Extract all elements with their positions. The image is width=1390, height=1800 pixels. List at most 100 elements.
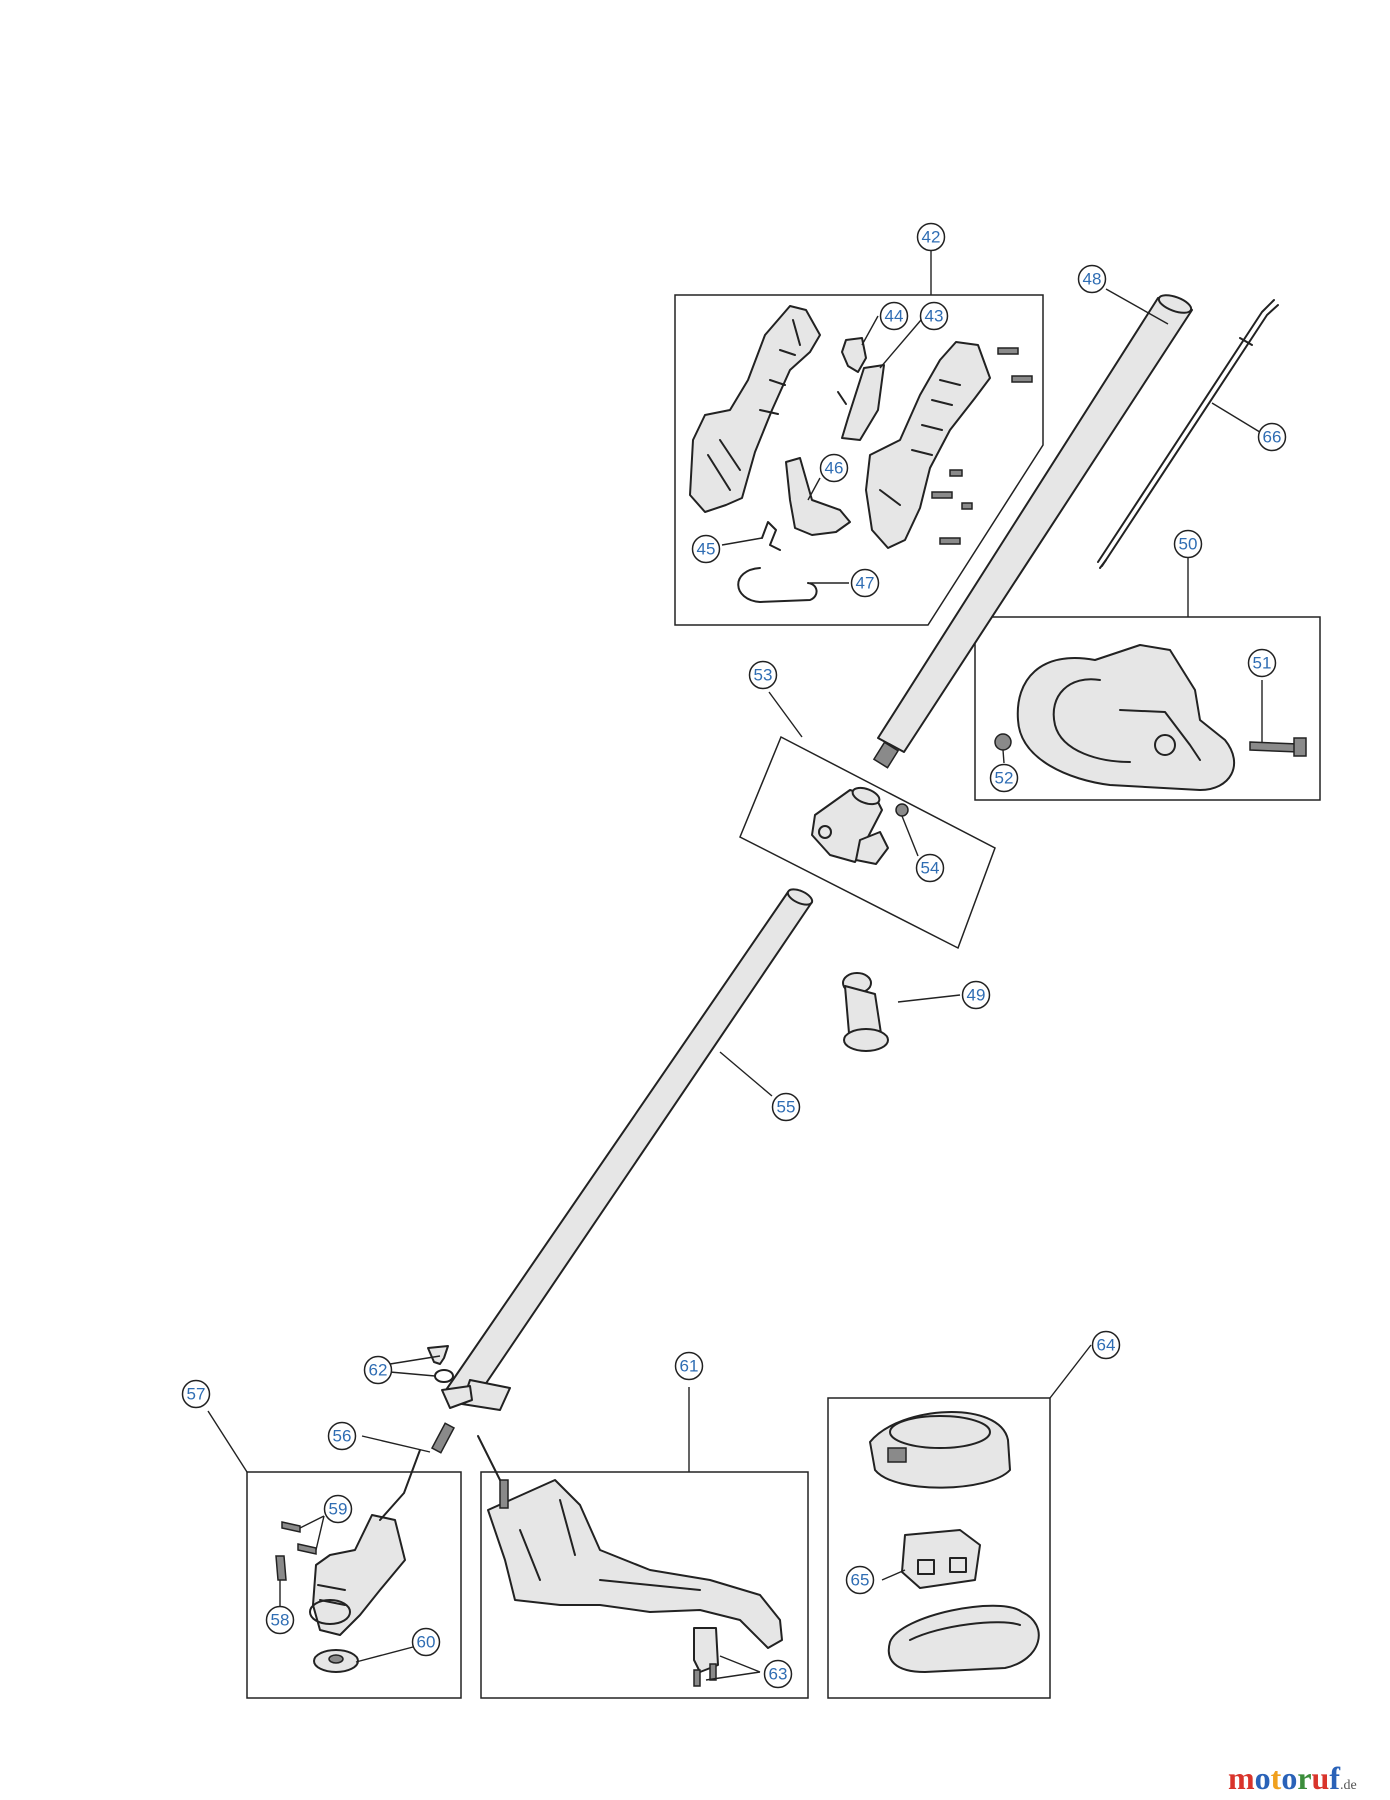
callout-63-label: 63: [769, 1665, 788, 1684]
callout-66-label: 66: [1263, 428, 1282, 447]
screw-58: [275, 1555, 287, 1581]
watermark-letter: f: [1329, 1760, 1340, 1796]
group-frame-64: [827, 1397, 1051, 1699]
callout-49: 49: [961, 980, 991, 1010]
callout-46-label: 46: [825, 459, 844, 478]
watermark-suffix: .de: [1339, 1778, 1357, 1793]
leader-54: [901, 815, 919, 857]
drive-shaft-56: [379, 1449, 421, 1521]
callout-65: 65: [845, 1565, 875, 1595]
callout-57-label: 57: [187, 1385, 206, 1404]
bolt-51: [1249, 737, 1307, 757]
callout-56-label: 56: [333, 1427, 352, 1446]
callout-48-label: 48: [1083, 270, 1102, 289]
callout-50: 50: [1173, 529, 1203, 559]
leader-66: [1211, 402, 1269, 438]
callout-65-label: 65: [851, 1571, 870, 1590]
callout-46: 46: [819, 453, 849, 483]
callout-53: 53: [748, 660, 778, 690]
watermark-logo: motoruf.de: [1228, 1760, 1357, 1797]
leader-53: [768, 691, 803, 738]
callout-54-label: 54: [921, 859, 940, 878]
callout-51-label: 51: [1253, 654, 1272, 673]
leader-49: [897, 994, 961, 1003]
callout-56: 56: [327, 1421, 357, 1451]
callout-63: 63: [763, 1659, 793, 1689]
trimmer-head-cover-64: [869, 1411, 1011, 1489]
callout-45-label: 45: [697, 540, 716, 559]
callout-49-label: 49: [967, 986, 986, 1005]
callout-58-label: 58: [271, 1611, 290, 1630]
leader-45: [721, 537, 763, 546]
callout-44: 44: [879, 301, 909, 331]
assist-handle-50: [1016, 644, 1236, 791]
watermark-letter: o: [1281, 1760, 1298, 1796]
gearhead-57: [309, 1514, 406, 1636]
callout-60: 60: [411, 1627, 441, 1657]
callout-59: 59: [323, 1494, 353, 1524]
switch-44: [841, 337, 867, 373]
callout-44-label: 44: [885, 307, 904, 326]
callout-45: 45: [691, 534, 721, 564]
callout-64: 64: [1091, 1330, 1121, 1360]
throttle-cable-66: [1097, 299, 1279, 569]
lower-shaft-55: [430, 888, 814, 1454]
group-frame-57: [246, 1471, 462, 1699]
callout-59-label: 59: [329, 1500, 348, 1519]
callout-47: 47: [850, 568, 880, 598]
screws-59: [281, 1521, 317, 1555]
leader-60: [355, 1646, 414, 1663]
upper-shaft-48: [872, 294, 1193, 769]
guard-61: [487, 1479, 783, 1649]
callout-61: 61: [674, 1351, 704, 1381]
callout-55: 55: [771, 1092, 801, 1122]
clamp-bracket: [441, 1385, 473, 1409]
callout-50-label: 50: [1179, 535, 1198, 554]
watermark-letter: r: [1297, 1760, 1312, 1796]
callout-52: 52: [989, 763, 1019, 793]
leader-46: [807, 477, 821, 501]
trigger-lockout-43: [837, 364, 885, 441]
callout-55-label: 55: [777, 1098, 796, 1117]
callout-60-label: 60: [417, 1633, 436, 1652]
trimmer-head-base: [887, 1604, 1040, 1673]
callout-48: 48: [1077, 264, 1107, 294]
callout-62-label: 62: [369, 1361, 388, 1380]
callout-43-label: 43: [925, 307, 944, 326]
callout-43: 43: [919, 301, 949, 331]
housing-screws: [931, 347, 1033, 545]
watermark-letter: t: [1270, 1760, 1282, 1796]
handle-housing-left: [689, 305, 821, 513]
callout-64-label: 64: [1097, 1336, 1116, 1355]
guard-bracket-63: [693, 1627, 719, 1687]
group-frame-53: [739, 735, 996, 950]
callout-51: 51: [1247, 648, 1277, 678]
wing-nut-62: [427, 1345, 454, 1383]
leader-64: [1049, 1344, 1092, 1399]
callout-54: 54: [915, 853, 945, 883]
callout-52-label: 52: [995, 769, 1014, 788]
spool-65: [901, 1529, 981, 1589]
group-frame-61: [480, 1471, 809, 1699]
handle-housing-right: [865, 341, 991, 549]
leader-56: [361, 1435, 431, 1453]
group-frame-50: [974, 616, 1321, 801]
leader-48: [1105, 288, 1169, 325]
callout-58: 58: [265, 1605, 295, 1635]
guard-leader: [477, 1435, 501, 1481]
leader-59: [299, 1515, 325, 1551]
callout-66: 66: [1257, 422, 1287, 452]
callout-42: 42: [916, 222, 946, 252]
callout-61-label: 61: [680, 1357, 699, 1376]
knob-54: [895, 803, 909, 817]
watermark-letter: m: [1228, 1760, 1255, 1796]
leader-57: [207, 1410, 248, 1473]
grip-collar-49: [842, 972, 889, 1052]
washer-60: [313, 1649, 359, 1673]
leader-65: [881, 1569, 906, 1581]
callout-47-label: 47: [856, 574, 875, 593]
shaft-coupler-53: [811, 786, 889, 865]
watermark-letter: u: [1311, 1760, 1330, 1796]
spring-45: [761, 521, 781, 551]
